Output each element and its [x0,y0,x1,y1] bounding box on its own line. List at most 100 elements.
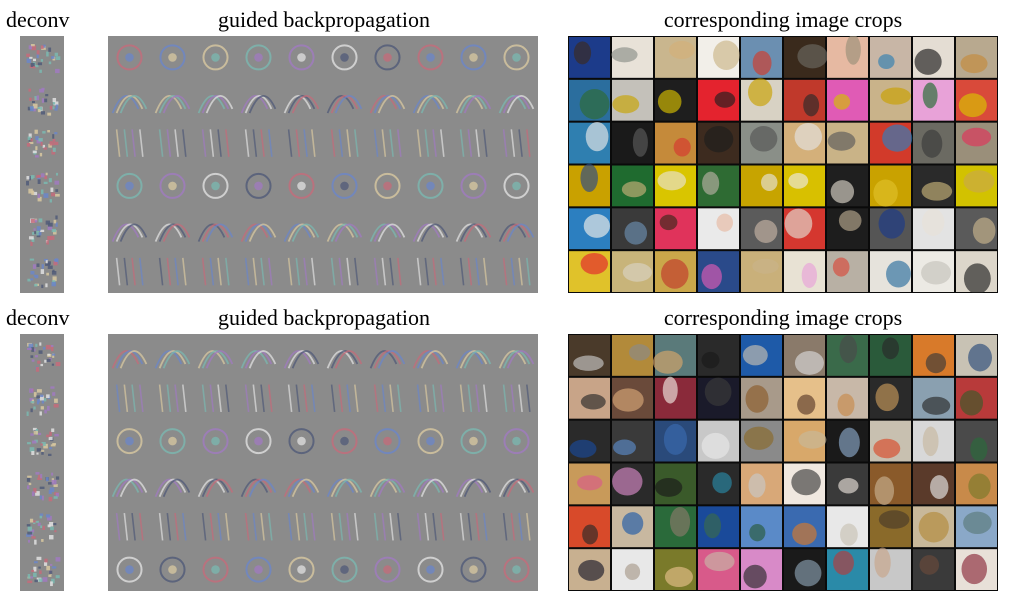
image-crop [870,122,913,164]
image-crop [913,377,954,419]
deconv-panel-bottom [20,334,64,591]
deconv-cell [26,513,57,545]
guided-cell [240,350,277,369]
image-crop [569,377,610,419]
guided-cell [374,428,401,455]
image-crop [698,251,739,292]
image-crop [784,251,825,292]
image-crop [827,377,868,419]
image-crop [741,251,782,292]
image-crop [655,463,696,505]
image-crop [784,506,825,548]
image-crop [956,506,997,548]
guided-cell [240,478,277,498]
image-crop [913,165,954,207]
guided-cell [374,172,401,199]
image-crop [913,549,954,590]
image-crop [870,37,911,78]
image-crop [569,79,610,121]
image-crop [698,165,739,207]
guided-cell [502,257,531,286]
guided-cell [369,95,406,114]
deconv-cell [26,172,60,203]
guided-cell [326,95,363,114]
guided-cell [369,350,406,369]
guided-backprop-panel-bottom [108,334,538,591]
deconv-cell [26,342,61,372]
image-crop [612,208,653,250]
guided-cell [330,512,359,541]
image-crop [698,122,739,164]
guided-backprop-label-top: guided backpropagation [218,7,430,32]
image-crop [784,37,828,78]
image-crop [741,506,782,548]
image-crop [741,463,782,505]
guided-cell [331,44,358,71]
guided-cell [244,384,273,413]
image-crop [655,122,696,164]
guided-cell [412,478,449,498]
image-crop [956,377,997,419]
deconv-cell [27,87,59,116]
guided-cell [111,223,148,242]
image-crop [956,549,997,590]
image-crop [956,420,997,462]
guided-cell [287,257,316,286]
deconv-panel-top [20,36,64,293]
guided-cell [460,44,487,71]
guided-cell [330,129,359,157]
guided-cell [154,95,191,114]
deconv-cell [26,129,59,158]
guided-cell [287,129,316,157]
image-crop [741,377,782,419]
guided-cell [373,512,402,541]
guided-cell [460,172,487,199]
guided-cell [455,350,492,369]
deconv-cell [27,427,59,457]
guided-cell [498,223,535,242]
guided-cell [154,350,191,369]
guided-cell [459,129,488,157]
guided-cell [502,384,531,413]
image-crop [655,420,696,462]
guided-cell [417,172,444,199]
image-crop [956,165,997,207]
deconv-label-top: deconv [6,7,70,32]
guided-cell [331,428,358,455]
image-crop [655,251,696,292]
guided-cell [159,556,186,583]
image-crop [698,79,739,121]
image-crop [870,208,911,250]
guided-cell [417,428,444,455]
guided-cell [154,478,191,498]
image-crop [784,122,825,164]
deconv-visualization-bottom [26,342,61,587]
image-crop [698,549,739,590]
image-crop [741,37,782,78]
image-crop [655,549,696,590]
guided-cell [154,223,191,242]
image-crop [741,335,782,376]
image-crop [698,506,739,548]
guided-cell [331,556,358,583]
image-crop [956,335,997,376]
guided-cell [111,350,148,369]
guided-cell [455,478,492,498]
image-crop [870,547,911,590]
guided-cell [244,129,273,157]
guided-cell [455,223,492,242]
guided-cell [116,172,143,199]
image-crop [698,37,740,78]
image-crop [698,208,739,250]
guided-cell [288,172,315,199]
image-crop [612,377,653,419]
image-crop [913,208,954,250]
guided-cell [369,223,406,242]
image-crop [741,165,782,207]
guided-cell [416,257,445,286]
guided-backprop-panel-top [108,36,538,293]
guided-backprop-grid-bottom [111,350,535,583]
image-crop [741,122,782,164]
guided-cell [116,428,143,455]
guided-cell [330,384,359,413]
